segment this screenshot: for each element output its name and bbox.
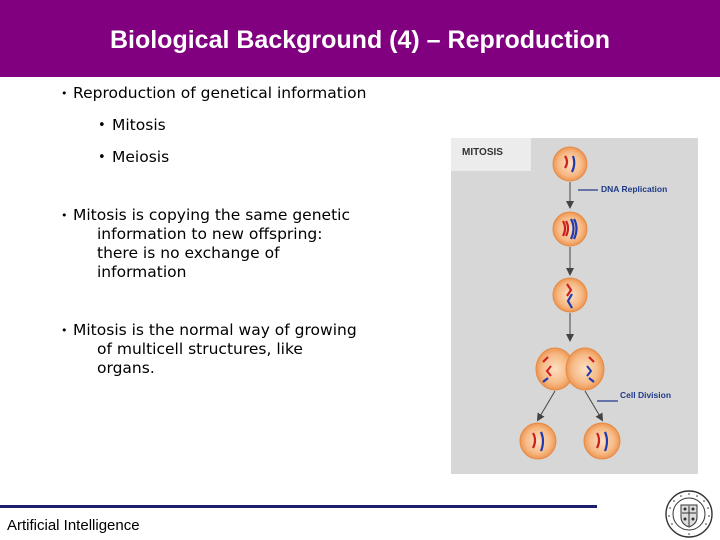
bullet-text: Meiosis (112, 148, 170, 166)
bullet-mitosis: • Mitosis (98, 116, 298, 135)
replicated-cell (552, 211, 588, 247)
parent-cell (552, 146, 588, 182)
bullet-marker: • (61, 324, 68, 337)
bullet-growing: • Mitosis is the normal way of growing o… (61, 321, 361, 378)
figure-header-box (451, 138, 531, 171)
bullet-marker: • (98, 118, 106, 133)
aligned-cell (552, 277, 588, 313)
bullet-marker: • (61, 209, 68, 222)
bullet-text: Mitosis is the normal way of growing of … (73, 321, 357, 377)
bullet-marker: • (98, 150, 106, 165)
footer-course-title: Artificial Intelligence (7, 517, 140, 534)
mitosis-diagram (519, 146, 621, 460)
mitosis-figure: MITOSIS (451, 138, 698, 474)
daughter-cell-right (583, 422, 621, 460)
bullet-text: Mitosis (112, 116, 166, 134)
bullet-reproduction: • Reproduction of genetical information (61, 84, 421, 103)
arrow-right (584, 390, 604, 422)
bullet-text: Reproduction of genetical information (73, 84, 367, 102)
bullet-copying: • Mitosis is copying the same genetic in… (61, 206, 351, 282)
dividing-cell (535, 347, 605, 391)
university-seal-icon (665, 490, 713, 538)
footer-divider (0, 505, 597, 508)
title-bar (0, 0, 720, 77)
bullet-meiosis: • Meiosis (98, 148, 298, 167)
cell-division-label: Cell Division (620, 390, 672, 400)
slide-title: Biological Background (4) – Reproduction (109, 26, 611, 54)
bullet-marker: • (61, 87, 68, 100)
figure-title: MITOSIS (462, 147, 503, 158)
bullet-text: Mitosis is copying the same genetic info… (73, 206, 350, 281)
dna-replication-label: DNA Replication (601, 184, 668, 194)
arrow-left (536, 390, 556, 422)
daughter-cell-left (519, 422, 557, 460)
